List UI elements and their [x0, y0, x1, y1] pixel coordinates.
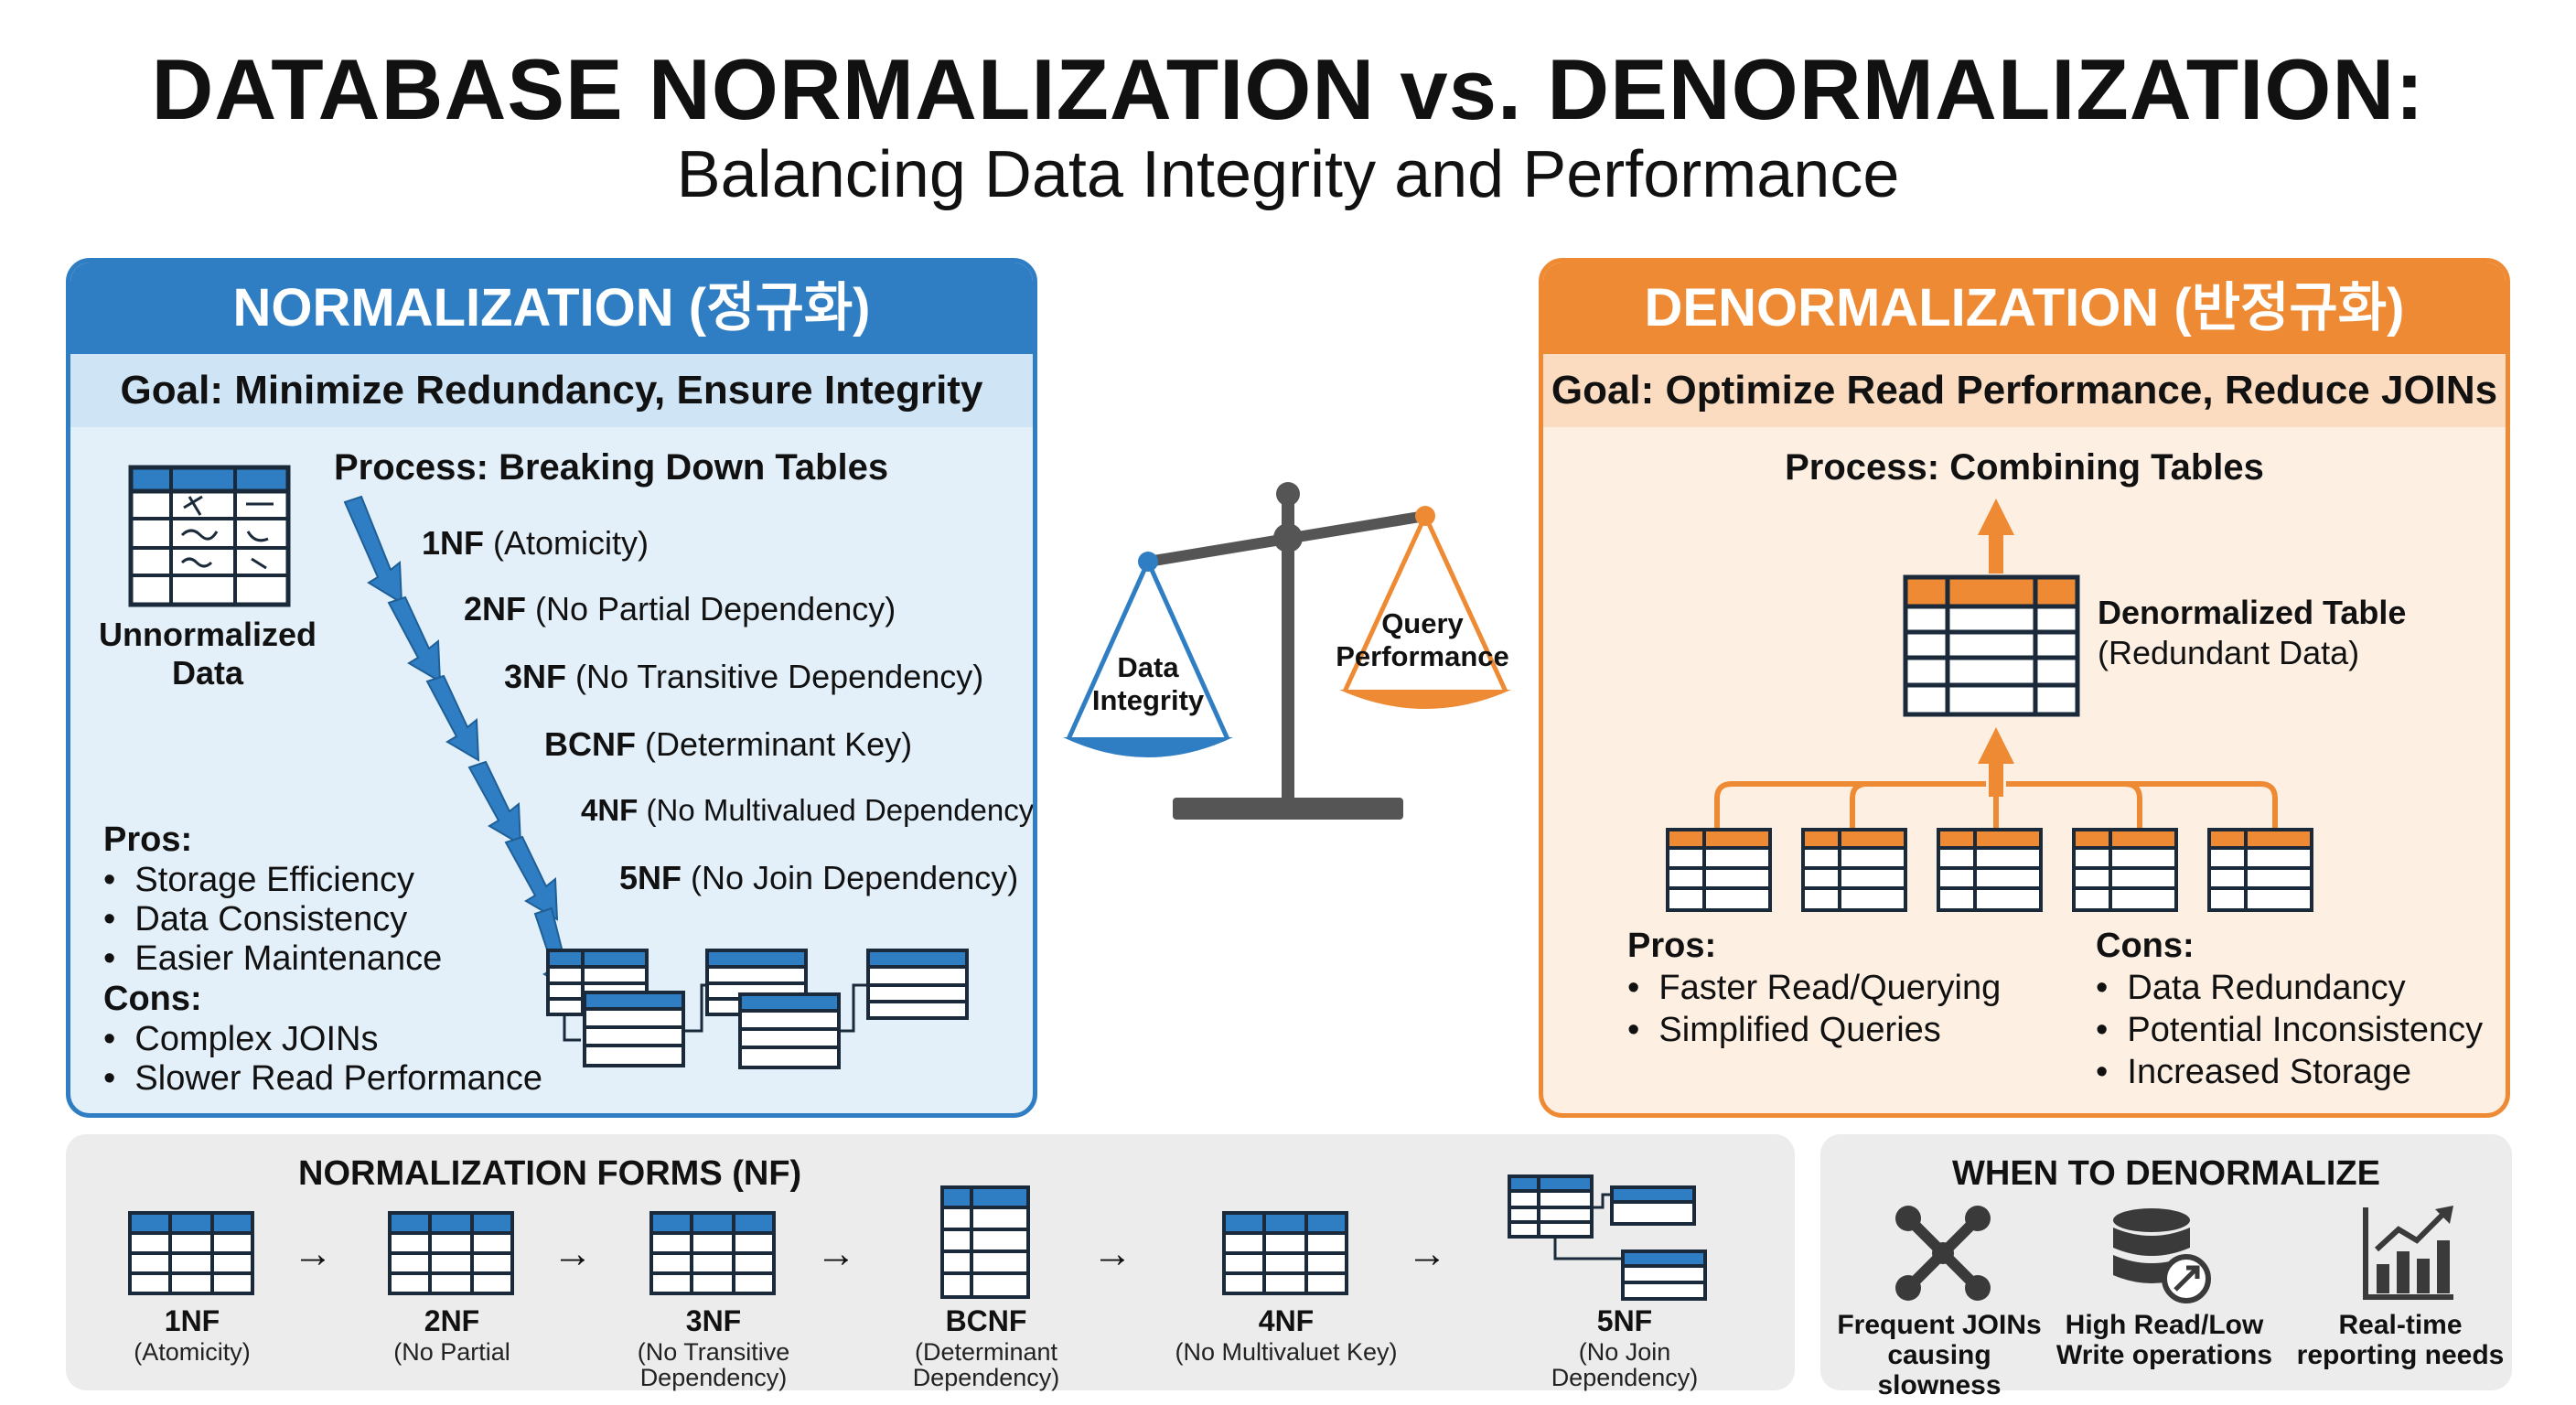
- form-label: 3NF: [685, 1304, 742, 1337]
- when-item-2-line2: Write operations: [2055, 1340, 2273, 1370]
- scale-right-label: Query: [1381, 607, 1464, 639]
- form-arrow: →: [816, 1231, 856, 1276]
- database-icon: [2113, 1208, 2211, 1303]
- normalization-forms-box: NORMALIZATION FORMS (NF) 1NF (Atomicity)…: [66, 1134, 1795, 1391]
- denormalization-pro-item: • Simplified Queries: [1627, 1011, 1941, 1049]
- normalization-header: NORMALIZATION (정규화): [70, 263, 1033, 354]
- page-subtitle: Balancing Data Integrity and Performance: [676, 138, 1900, 211]
- normalization-goal: Goal: Minimize Redundancy, Ensure Integr…: [70, 354, 1033, 427]
- nf-step-4: BCNF (Determinant Key): [544, 725, 913, 763]
- denormalization-con-item: • Data Redundancy: [2096, 969, 2406, 1007]
- denormalization-header: DENORMALIZATION (반정규화): [1543, 263, 2506, 354]
- when-item-1-line2: causing slowness: [1877, 1340, 2002, 1400]
- normalization-pro-item: • Data Consistency: [103, 900, 408, 938]
- form-bcnf-table-icon: [940, 1185, 1030, 1299]
- denormalization-goal: Goal: Optimize Read Performance, Reduce …: [1543, 354, 2506, 427]
- form-sublabel-2: Dependency): [639, 1364, 788, 1391]
- normalization-pro-item: • Storage Efficiency: [103, 861, 414, 899]
- form-arrow: →: [1092, 1231, 1132, 1276]
- when-item-3-line2: reporting needs: [2296, 1340, 2505, 1370]
- form-5nf-tables-icon: [1508, 1174, 1707, 1301]
- form-sublabel: (No Join: [1578, 1338, 1671, 1366]
- form-sublabel: (No Partial: [393, 1338, 510, 1366]
- form-sublabel: (No Transitive: [637, 1338, 790, 1366]
- form-label: BCNF: [945, 1304, 1027, 1337]
- when-item-1: Frequent JOINs: [1837, 1310, 2042, 1340]
- denormalized-table-sublabel: (Redundant Data): [2098, 634, 2360, 671]
- network-icon: [1895, 1206, 1991, 1301]
- normalization-forms-title: NORMALIZATION FORMS (NF): [298, 1154, 802, 1193]
- scale-left-label-2: Integrity: [1091, 684, 1205, 716]
- nf-step-3: 3NF (No Transitive Dependency): [504, 658, 984, 695]
- form-label: 5NF: [1596, 1304, 1653, 1337]
- form-sublabel: (No Multivaluet Key): [1175, 1338, 1398, 1366]
- scale-left-label: Data: [1117, 651, 1179, 683]
- form-sublabel: (Atomicity): [134, 1338, 251, 1366]
- nf-step-2: 2NF (No Partial Dependency): [464, 590, 896, 627]
- normalization-cons-title: Cons:: [103, 980, 202, 1018]
- unnormalized-label: Unnormalized: [98, 616, 317, 653]
- scale-right-label-2: Performance: [1336, 640, 1509, 672]
- unnormalized-label-2: Data: [171, 654, 244, 692]
- balance-scale-icon: [1063, 482, 1511, 820]
- denormalization-pro-item: • Faster Read/Querying: [1627, 969, 2002, 1007]
- form-2nf-table-icon: [388, 1211, 514, 1295]
- form-label: 4NF: [1258, 1304, 1315, 1337]
- when-title: WHEN TO DENORMALIZE: [1952, 1154, 2380, 1193]
- denormalization-con-item: • Potential Inconsistency: [2096, 1011, 2484, 1049]
- bar-chart-icon: [2363, 1206, 2453, 1300]
- denormalization-pros-title: Pros:: [1627, 927, 1717, 965]
- when-item-3: Real-time: [2338, 1310, 2463, 1340]
- form-arrow: →: [553, 1231, 593, 1276]
- form-arrow: →: [1407, 1231, 1447, 1276]
- form-label: 1NF: [164, 1304, 220, 1337]
- nf-step-1: 1NF (Atomicity): [422, 524, 649, 562]
- form-sublabel: (Determinant: [914, 1338, 1058, 1366]
- normalization-con-item: • Complex JOINs: [103, 1020, 379, 1058]
- normalization-process-title: Process: Breaking Down Tables: [334, 447, 889, 488]
- nf-step-5: 4NF (No Multivalued Dependency): [581, 793, 1037, 827]
- nf-step-6: 5NF (No Join Dependency): [619, 859, 1019, 896]
- form-label: 2NF: [424, 1304, 480, 1337]
- denormalization-panel: DENORMALIZATION (반정규화) Goal: Optimize Re…: [1539, 258, 2510, 1118]
- form-sublabel-2: Dependency): [1551, 1364, 1699, 1391]
- unnormalized-table-icon: [128, 465, 291, 607]
- denormalization-process-title: Process: Combining Tables: [1785, 447, 2264, 488]
- normalization-panel: NORMALIZATION (정규화) Goal: Minimize Redun…: [66, 258, 1037, 1118]
- when-item-2: High Read/Low: [2065, 1310, 2264, 1340]
- when-to-denormalize-box: WHEN TO DENORMALIZE Frequent JOINs causi…: [1820, 1134, 2512, 1400]
- combine-tables-diagram: [1666, 499, 2313, 912]
- denormalization-con-item: • Increased Storage: [2096, 1053, 2411, 1091]
- form-1nf-table-icon: [128, 1211, 254, 1295]
- normalization-pros-title: Pros:: [103, 820, 193, 859]
- normalization-pro-item: • Easier Maintenance: [103, 939, 443, 978]
- denormalization-cons-title: Cons:: [2096, 927, 2195, 965]
- breakdown-arrows: [343, 495, 480, 762]
- normalization-con-item: • Slower Read Performance: [103, 1059, 543, 1098]
- denormalized-table-label: Denormalized Table: [2098, 594, 2407, 631]
- form-3nf-table-icon: [649, 1211, 776, 1295]
- form-4nf-table-icon: [1222, 1211, 1348, 1295]
- split-tables-icon: [546, 949, 969, 1069]
- page-title: DATABASE NORMALIZATION vs. DENORMALIZATI…: [151, 41, 2425, 137]
- form-arrow: →: [293, 1231, 333, 1276]
- form-sublabel-2: Dependency): [912, 1364, 1060, 1391]
